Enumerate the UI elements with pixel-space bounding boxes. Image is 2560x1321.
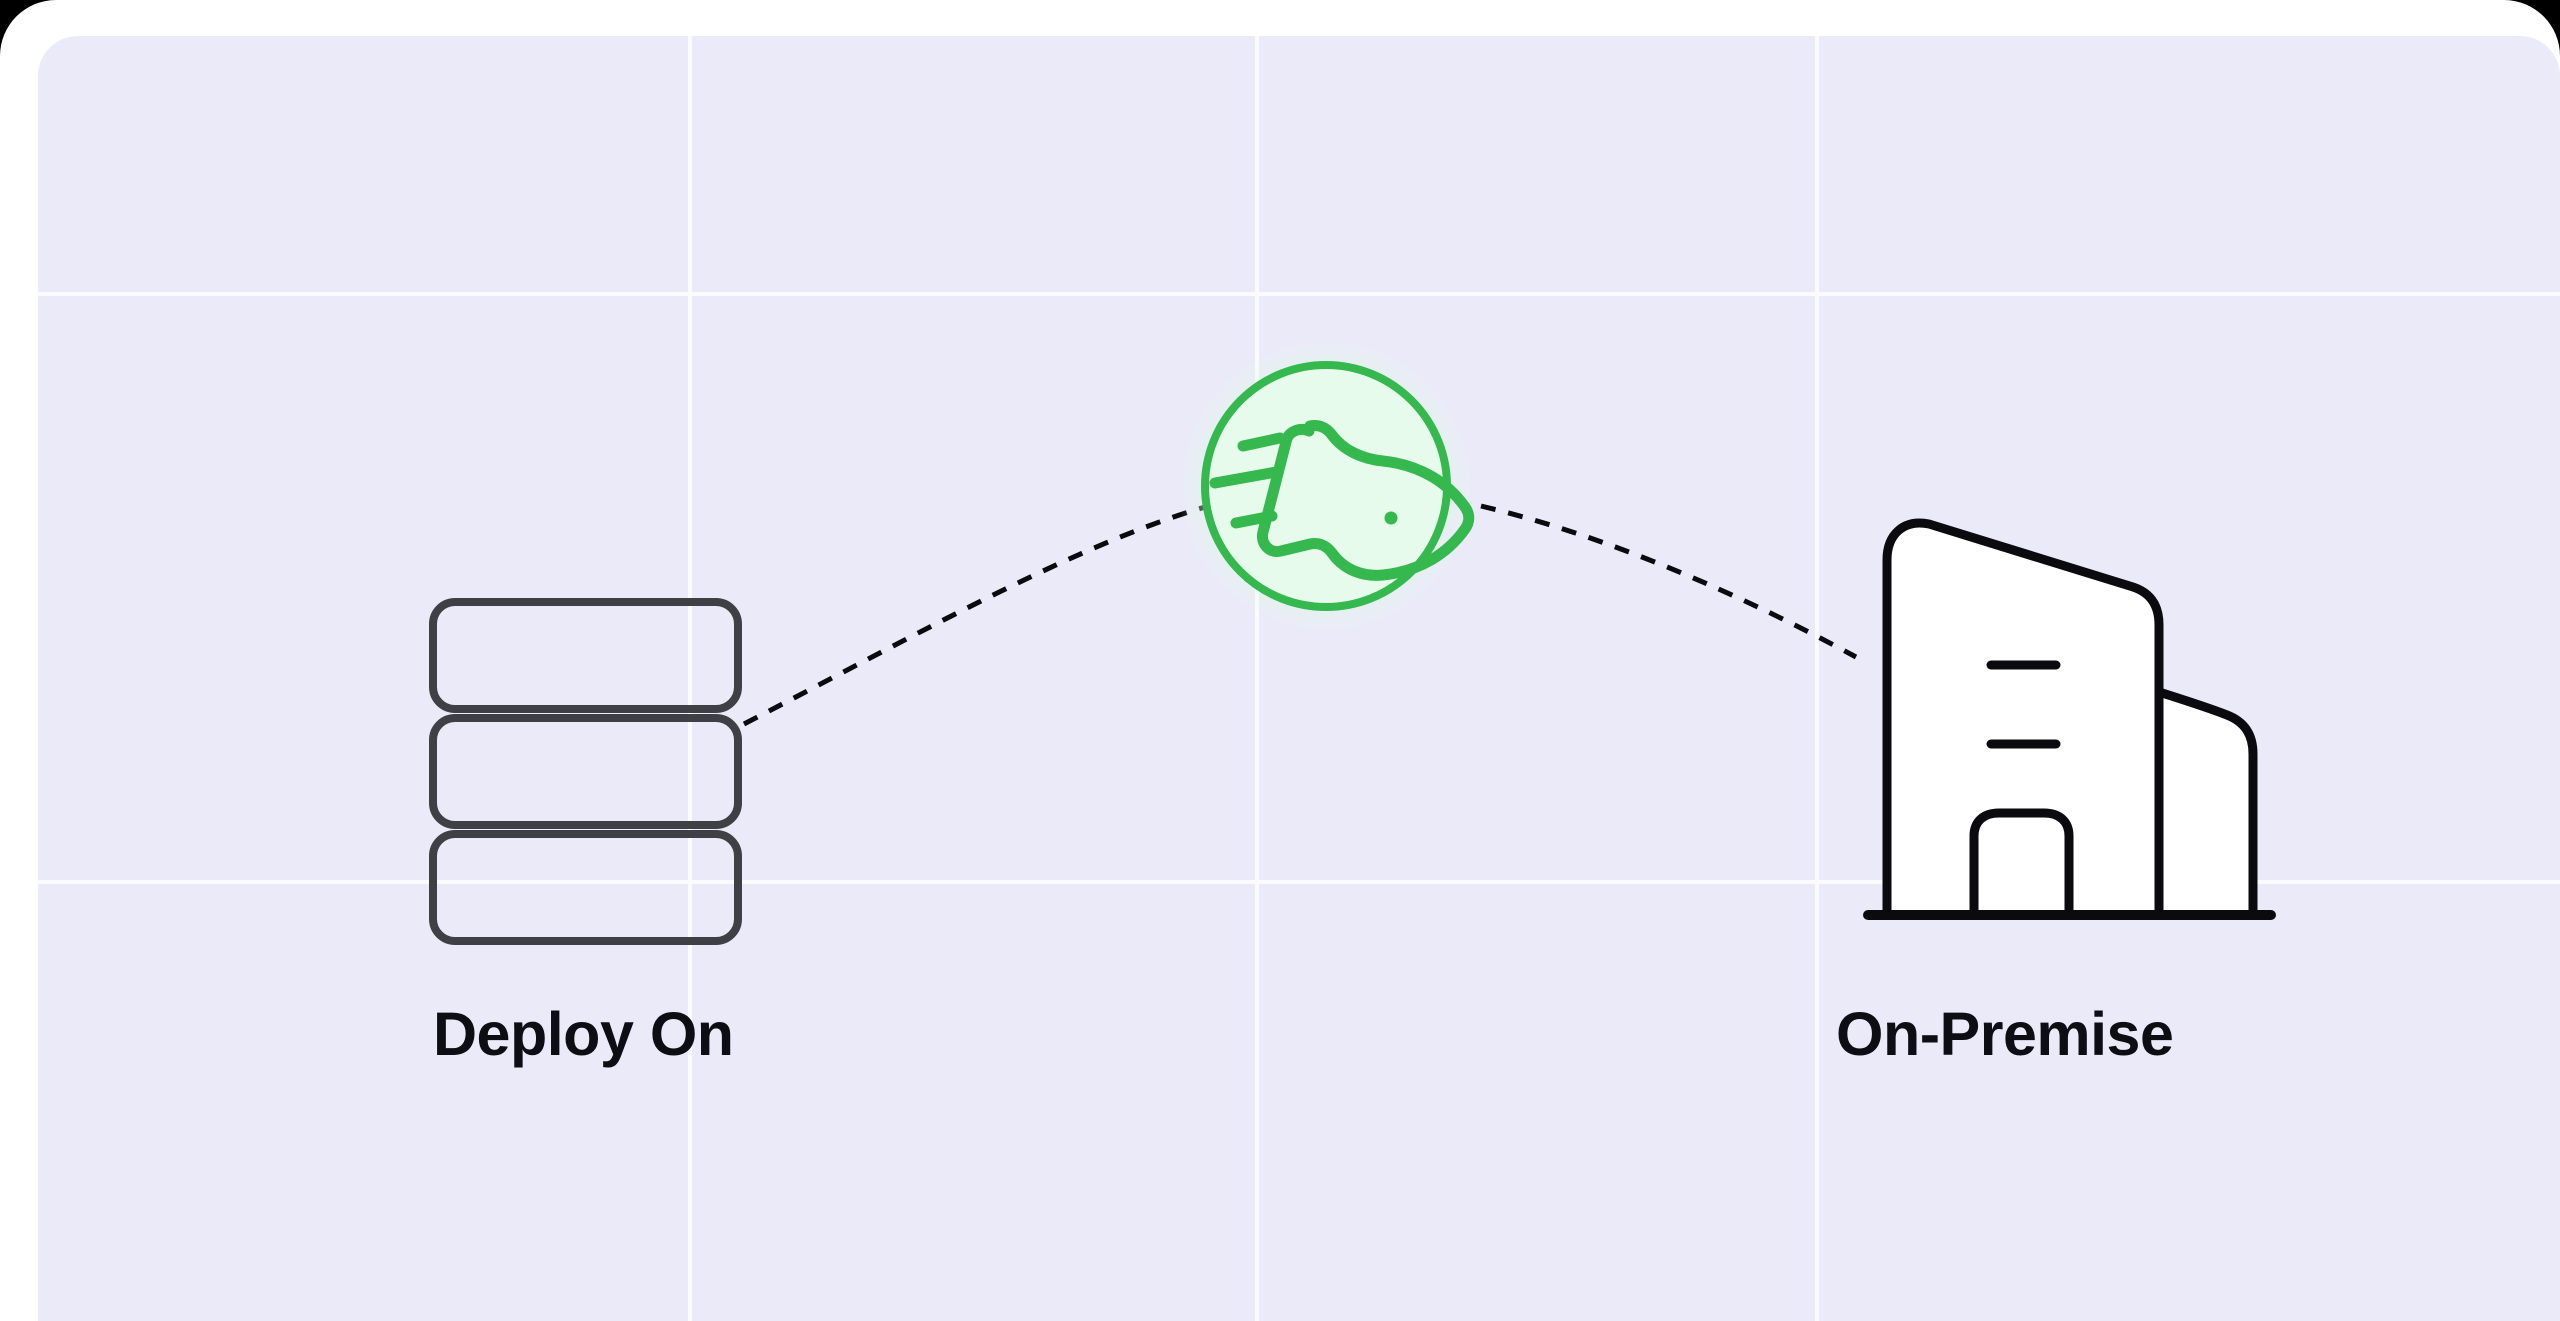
illustration-scene	[429, 338, 2276, 945]
building-door	[1969, 808, 2074, 915]
stack-layer-top	[429, 598, 742, 713]
connector-arc-left	[742, 501, 1217, 727]
building-primary	[1882, 518, 2164, 920]
rocket-icon	[1209, 420, 1475, 581]
stack-layer-bottom	[429, 830, 742, 945]
stack-layer-middle	[429, 714, 742, 829]
node-label-on-premise: On-Premise	[1836, 1000, 2174, 1068]
office-building-icon	[1863, 518, 2276, 920]
illustration-panel: Deploy On On-Premise	[38, 36, 2560, 1321]
node-label-deploy-on: Deploy On	[433, 1000, 734, 1068]
connector-arc-right	[1480, 503, 1858, 660]
stack-layers-icon	[429, 598, 742, 945]
rocket-badge	[1178, 338, 1475, 634]
connector-arc-group	[742, 501, 1858, 727]
